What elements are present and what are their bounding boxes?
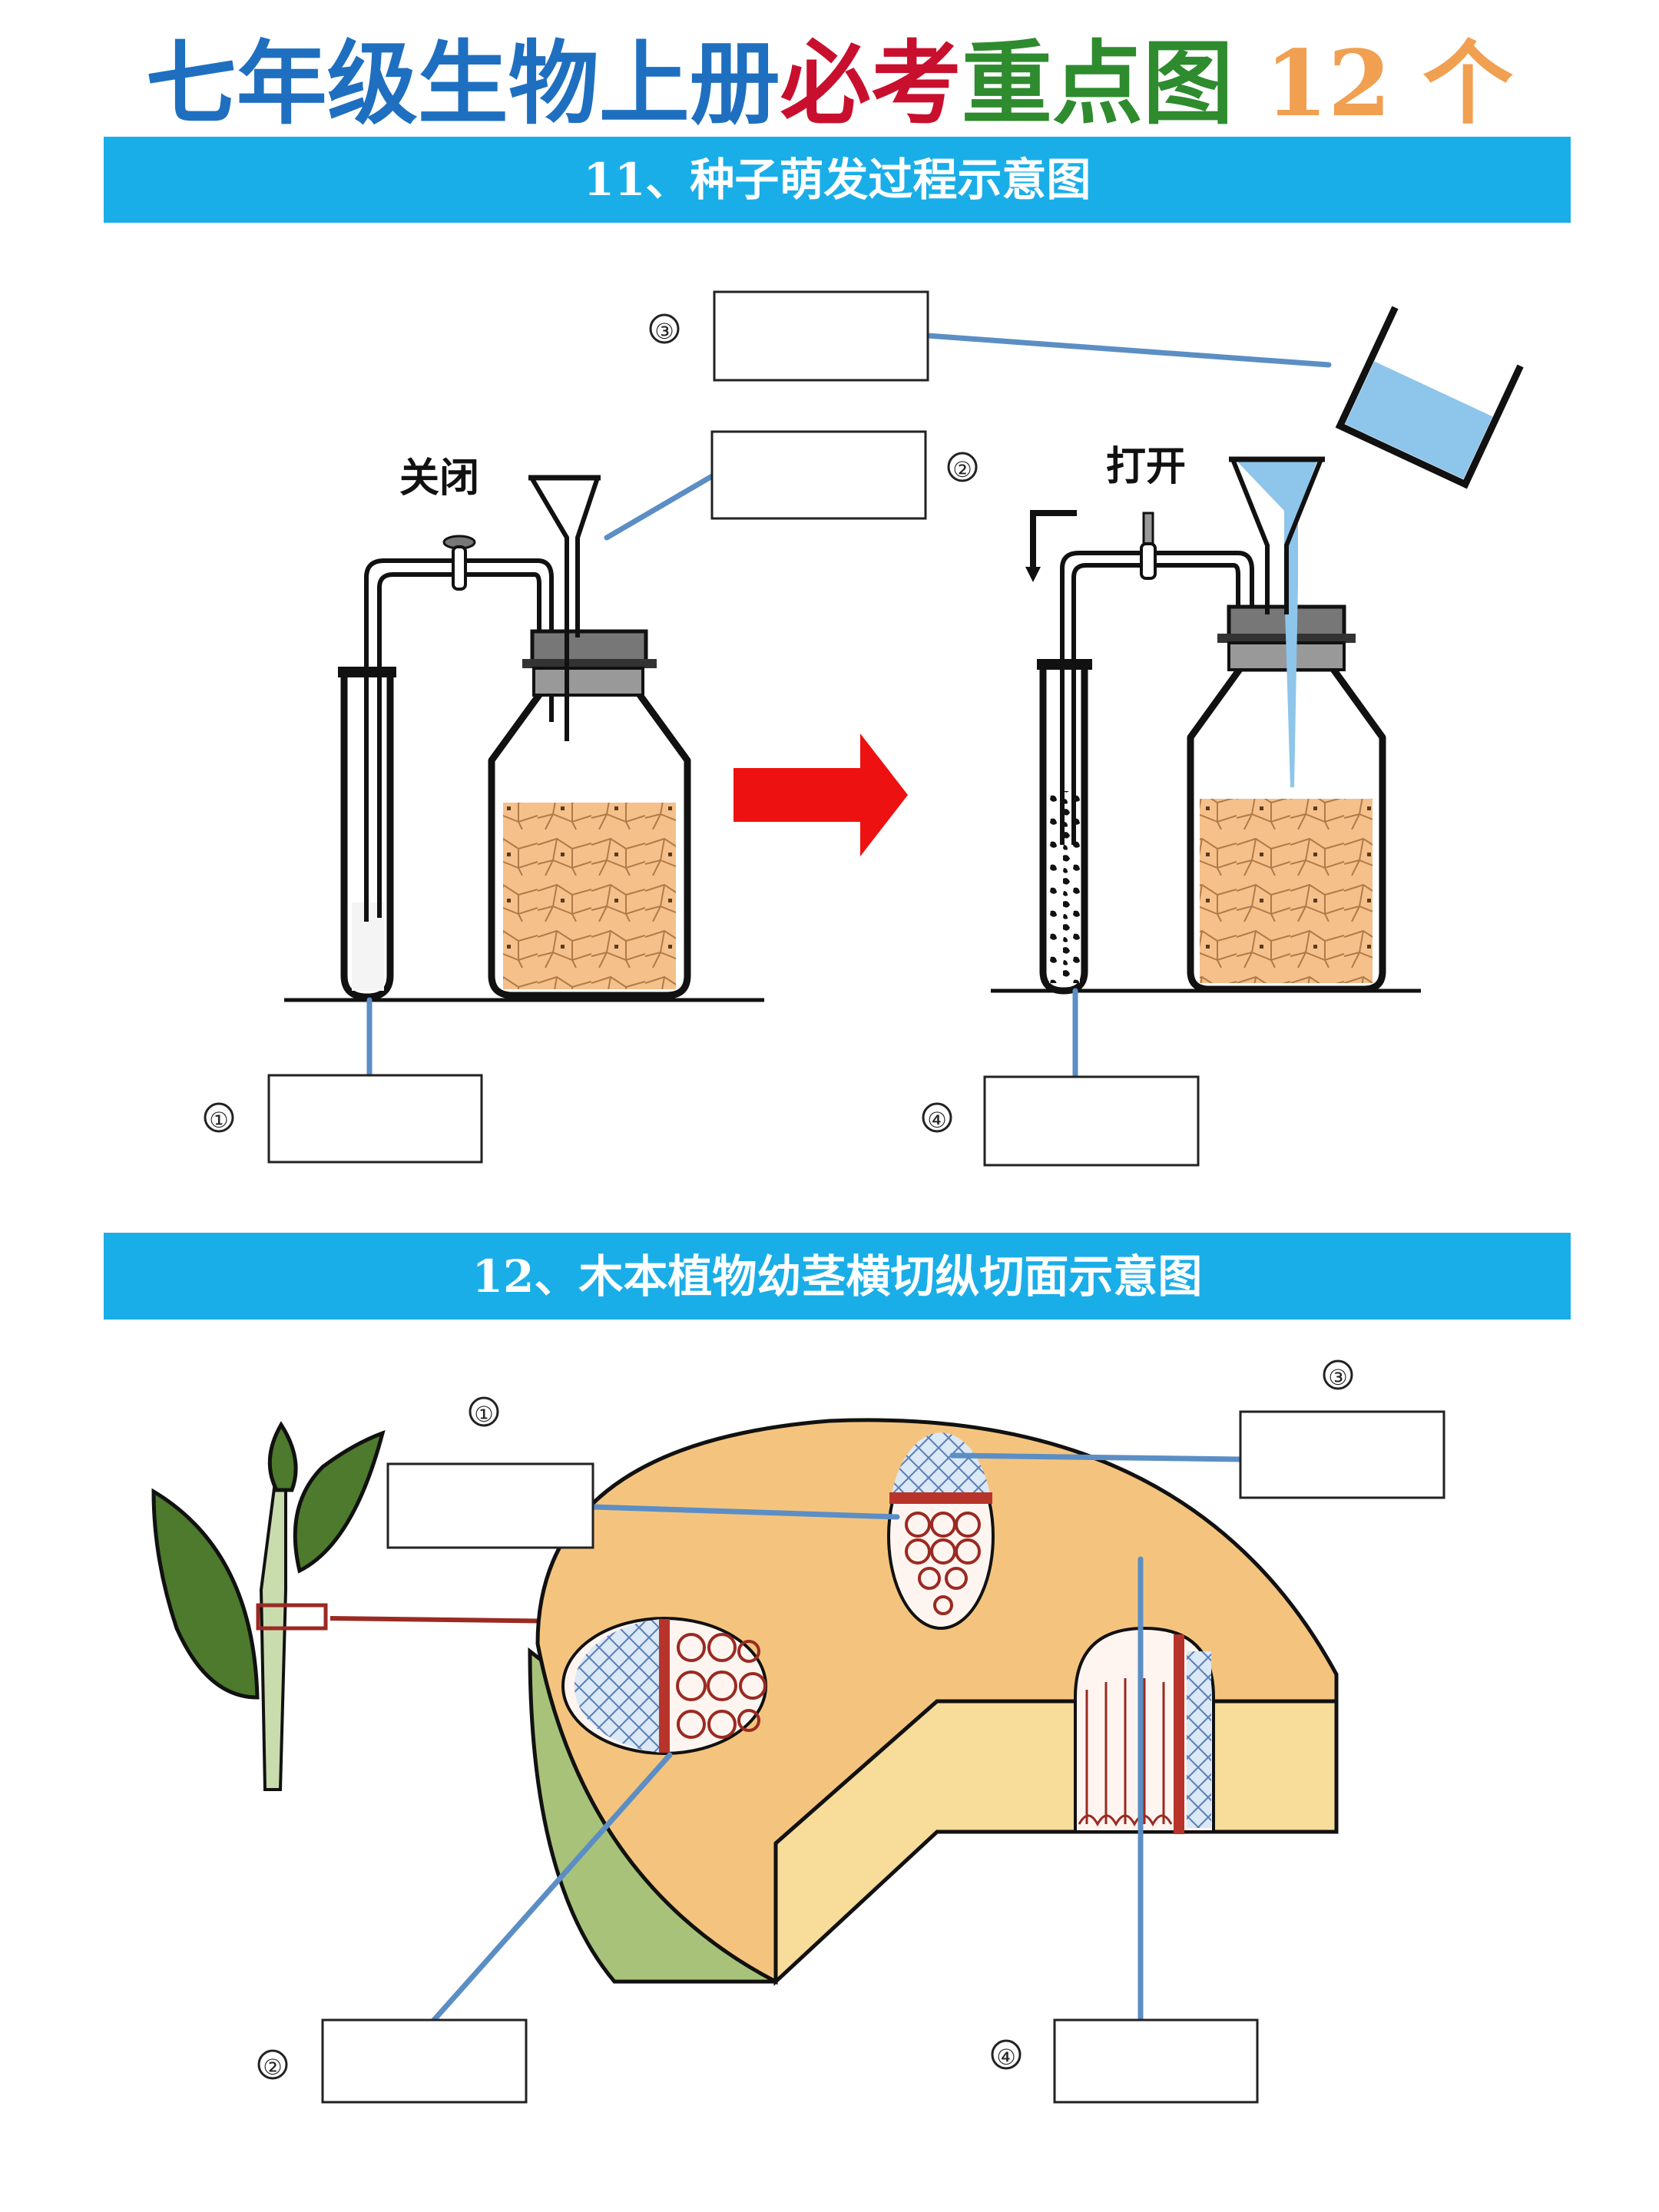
delivery-tube: [1060, 551, 1254, 845]
wide-mouth-bottle: [1187, 664, 1386, 993]
number-badge: [1323, 1359, 1353, 1390]
s11-label-1: ①: [204, 1074, 483, 1164]
answer-box-2[interactable]: [321, 2018, 528, 2104]
beaker: [1335, 306, 1524, 489]
stem-block: [528, 1418, 1339, 1986]
label-number: ④: [927, 1108, 946, 1133]
pointer-line-3: [925, 333, 1332, 368]
page-title: 七年级生物上册必考重点图 12 个: [146, 30, 1513, 137]
pointer-line-2: [604, 473, 715, 541]
s12-label-1: ①: [386, 1396, 594, 1549]
section-marker: [256, 1603, 328, 1631]
leaf-right: [293, 1429, 386, 1574]
s11-label-4: ④: [922, 1075, 1200, 1167]
pointer-line-3: [949, 1452, 1243, 1462]
section-11-header-text: 11、种子萌发过程示意图: [584, 154, 1091, 206]
wide-mouth-bottle: [488, 672, 691, 999]
pointer-line-2: [431, 1752, 673, 2023]
delivery-tube-inner: [1071, 563, 1240, 845]
vascular-bundle-longitudinal: [1074, 1626, 1215, 1834]
s12-label-3: ③: [1239, 1359, 1445, 1499]
funnel: [1230, 458, 1323, 614]
test-tube: [340, 672, 394, 1001]
number-badge: [991, 2039, 1022, 2070]
plant-stem: [259, 1481, 287, 1791]
answer-box-4[interactable]: [1053, 2018, 1259, 2104]
cambium: [659, 1619, 670, 1753]
rubber-stopper: [530, 629, 648, 664]
number-badge: [469, 1396, 499, 1427]
label-number: ①: [474, 1402, 493, 1427]
section-12-header-bar: [104, 1233, 1571, 1320]
xylem-vessels-long: [1078, 1678, 1173, 1827]
title-segment: 12 个: [1233, 30, 1513, 137]
label-number: ③: [654, 319, 674, 344]
bottle-neck-rim: [522, 659, 657, 668]
pointer-line-1: [590, 1504, 900, 1520]
funnel-water: [1237, 461, 1317, 787]
answer-box-3[interactable]: [713, 290, 929, 382]
s11-label-2: ②: [710, 430, 978, 520]
number-badge: [947, 452, 978, 482]
number-badge: [649, 313, 680, 344]
label-number: ④: [996, 2045, 1015, 2070]
answer-box-4[interactable]: [983, 1075, 1200, 1167]
answer-box-1[interactable]: [386, 1462, 594, 1549]
number-badge: [204, 1102, 234, 1133]
number-badge: [922, 1102, 952, 1133]
state-label-open: 打开: [1106, 444, 1186, 490]
vascular-bundle-left: [561, 1617, 767, 1755]
xylem-vessels: [905, 1512, 981, 1615]
apparatus-open: [991, 306, 1524, 995]
section-12-header-text: 12、木本植物幼茎横切纵切面示意图: [472, 1250, 1203, 1303]
valve-stem: [452, 545, 467, 591]
answer-box-3[interactable]: [1239, 1410, 1445, 1499]
number-badge: [257, 2049, 288, 2080]
phloem-cells: [574, 1619, 661, 1753]
label-number: ②: [263, 2055, 282, 2080]
answer-box-1[interactable]: [267, 1074, 483, 1164]
beaker-water: [1345, 361, 1493, 479]
answer-box-2[interactable]: [710, 430, 927, 520]
label-number: ②: [952, 457, 972, 482]
gas-flow-arrow-icon: [1030, 510, 1077, 572]
s12-label-2: ②: [257, 2018, 528, 2104]
cambium: [1174, 1634, 1184, 1834]
s12-label-4: ④: [991, 2018, 1259, 2104]
section-11-header-bar: [104, 137, 1571, 223]
s11-label-3: ③: [649, 290, 929, 382]
terminal-bud: [267, 1421, 298, 1492]
process-arrow-icon: [733, 733, 908, 856]
valve-stem: [1140, 542, 1157, 580]
phloem-cells: [1187, 1651, 1211, 1828]
beaker-outline: [1335, 306, 1524, 489]
bottle-neck: [532, 667, 644, 697]
leaf-left: [151, 1488, 260, 1700]
seeds-dry: [503, 803, 676, 989]
label-number: ①: [209, 1108, 228, 1133]
title-segment: 重点图: [962, 30, 1233, 137]
valve-open: [1142, 512, 1154, 545]
seeds-germinating: [1200, 799, 1373, 983]
title-segment: 七年级生物上册: [146, 30, 780, 137]
cambium: [889, 1492, 992, 1504]
title-segment: 必考: [780, 30, 962, 137]
plant-sprig: [151, 1421, 631, 1791]
state-label-closed: 关闭: [399, 455, 479, 502]
vascular-bundle-top: [887, 1432, 995, 1630]
label-number: ③: [1328, 1365, 1347, 1390]
apparatus-closed: [284, 475, 764, 1002]
test-tube: [1039, 664, 1088, 995]
gas-flow-arrowhead: [1025, 567, 1041, 582]
xylem-vessels: [676, 1633, 767, 1739]
phloem-cells: [891, 1432, 991, 1498]
